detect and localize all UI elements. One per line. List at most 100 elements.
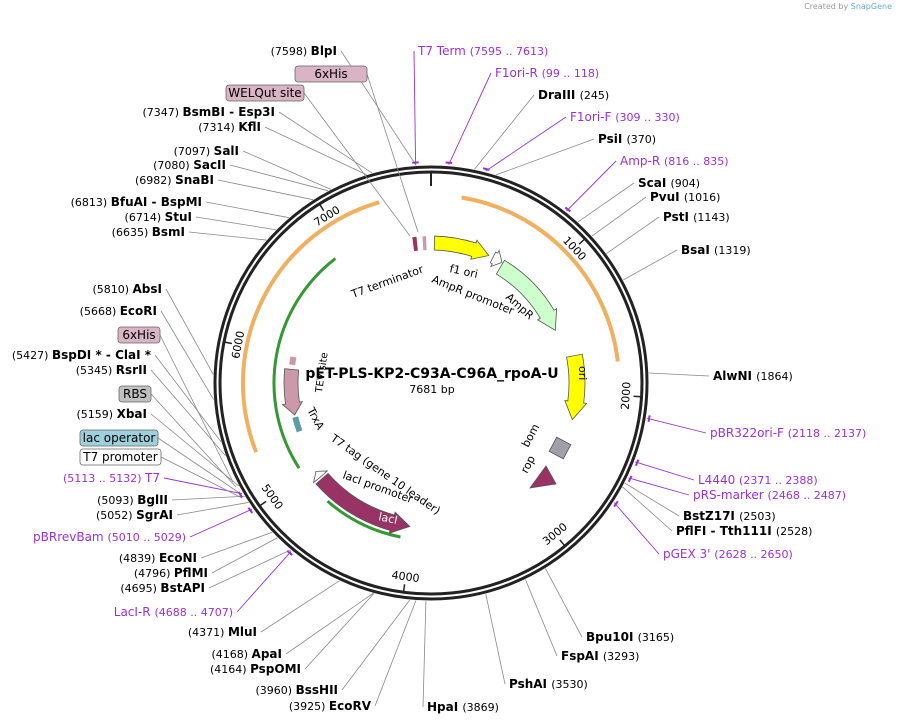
site-position: (1319) (714, 244, 751, 257)
primer-leader (613, 502, 660, 555)
site-name: PstI (663, 210, 693, 224)
tag-box (79, 448, 162, 466)
site-name: PsiI (598, 132, 626, 146)
tick-mark (559, 539, 566, 547)
site-label: PvuI (1016) (650, 190, 720, 204)
primer-range: (5010 .. 5029) (107, 531, 186, 544)
site-label: (4164) PspOMI (210, 662, 301, 676)
tag-label: T7 promoter (82, 450, 158, 464)
primer-label: LacI-R (4688 .. 4707) (114, 605, 233, 619)
feature-laci-promoter (312, 470, 329, 484)
feature-ampr-promoter (489, 249, 503, 268)
site-name: BfuAI - BspMI (111, 195, 202, 209)
feature-bom (548, 436, 572, 460)
primer-label: F1ori-F (309 .. 330) (570, 110, 680, 124)
site-label: AlwNI (1864) (713, 369, 793, 383)
site-position: (6982) (135, 174, 175, 187)
site-position: (5345) (76, 364, 116, 377)
site-label: DraIII (245) (538, 88, 609, 102)
primer-label: L4440 (2371 .. 2388) (698, 473, 818, 487)
site-position: (5810) (92, 283, 132, 296)
site-name: FspAI (561, 649, 603, 663)
primer-marker (627, 475, 633, 483)
primer-marker (247, 507, 254, 514)
site-label: (5093) BglII (97, 493, 168, 507)
feature-trxa (281, 368, 304, 416)
site-position: (1016) (684, 191, 721, 204)
site-leader (160, 310, 214, 400)
site-leader (525, 579, 558, 657)
site-label: BstZ17I (2503) (683, 509, 776, 523)
primer-range: (2628 .. 2650) (714, 548, 793, 561)
site-label: (4796) PflMI (134, 566, 208, 580)
site-label: (4168) ApaI (211, 647, 282, 661)
primer-leader (189, 508, 253, 538)
site-leader (188, 231, 267, 241)
tag-leader (159, 334, 234, 483)
site-label: PflFI - Tth111I (2528) (676, 524, 812, 538)
site-position: (6635) (112, 226, 152, 239)
feature-label-laci: lacI (377, 510, 398, 527)
site-label: (7314) KflI (198, 120, 261, 134)
site-leader (200, 531, 273, 559)
tick-label: 2000 (619, 381, 634, 410)
feature-f1-ori (433, 235, 490, 260)
site-position: (7314) (198, 121, 238, 134)
primer-name: pBR322ori-F (710, 426, 788, 440)
site-name: SnaBI (175, 173, 214, 187)
feature-tev-site (289, 356, 297, 366)
primer-name: F1ori-R (495, 66, 542, 80)
site-position: (4839) (119, 552, 159, 565)
site-leader (154, 354, 222, 443)
site-name: DraIII (538, 88, 580, 102)
tag-leader (150, 393, 237, 488)
feature-label-ori: ori (576, 366, 589, 380)
tag-label: 6xHis (122, 328, 155, 342)
site-position: (5159) (77, 408, 117, 421)
site-leader (208, 549, 291, 589)
site-leader (278, 111, 373, 174)
primer-range: (4688 .. 4707) (154, 606, 233, 619)
snapgene-credit: Created by SnapGene (804, 2, 892, 11)
site-label: (7080) SacII (153, 158, 226, 172)
tag-label: RBS (123, 387, 147, 401)
site-label: Bpu10I (3165) (586, 630, 674, 644)
primer-label: F1ori-R (99 .. 118) (495, 66, 599, 80)
primer-range: (2118 .. 2137) (788, 427, 867, 440)
site-leader (648, 372, 710, 377)
site-label: PstI (1143) (663, 210, 730, 224)
site-leader (264, 126, 367, 176)
primer-range: (816 .. 835) (664, 155, 729, 168)
green-arc-bottom (326, 499, 401, 539)
site-name: BstAPI (160, 581, 205, 595)
site-label: (5345) RsrII (76, 363, 147, 377)
credit-brand: SnapGene (850, 2, 892, 11)
primer-label: pBR322ori-F (2118 .. 2137) (710, 426, 866, 440)
site-position: (3925) (289, 700, 329, 713)
site-label: PshAI (3530) (509, 677, 588, 691)
site-name: MluI (228, 625, 257, 639)
primer-leader (635, 461, 695, 481)
site-leader (171, 495, 245, 501)
feature-label-bom: bom (519, 422, 542, 450)
tag-box (118, 385, 152, 403)
site-name: PspOMI (250, 662, 301, 676)
tag-leader (366, 73, 419, 233)
tag-label: lac operator (83, 431, 156, 445)
site-leader (624, 482, 680, 517)
site-label: (5810) AbsI (92, 282, 162, 296)
site-leader (242, 150, 331, 190)
primer-marker (564, 206, 571, 213)
primer-name: T7 (144, 471, 160, 485)
site-position: (7598) (271, 45, 311, 58)
primer-name: F1ori-F (570, 110, 615, 124)
site-name: BglII (137, 493, 168, 507)
site-position: (5093) (97, 494, 137, 507)
site-position: (4371) (188, 626, 228, 639)
site-name: BsmI (152, 225, 185, 239)
primer-leader (647, 417, 707, 434)
primer-leader (566, 160, 617, 212)
site-name: EcoRV (329, 699, 372, 713)
site-leader (606, 216, 660, 254)
site-leader (545, 568, 583, 638)
